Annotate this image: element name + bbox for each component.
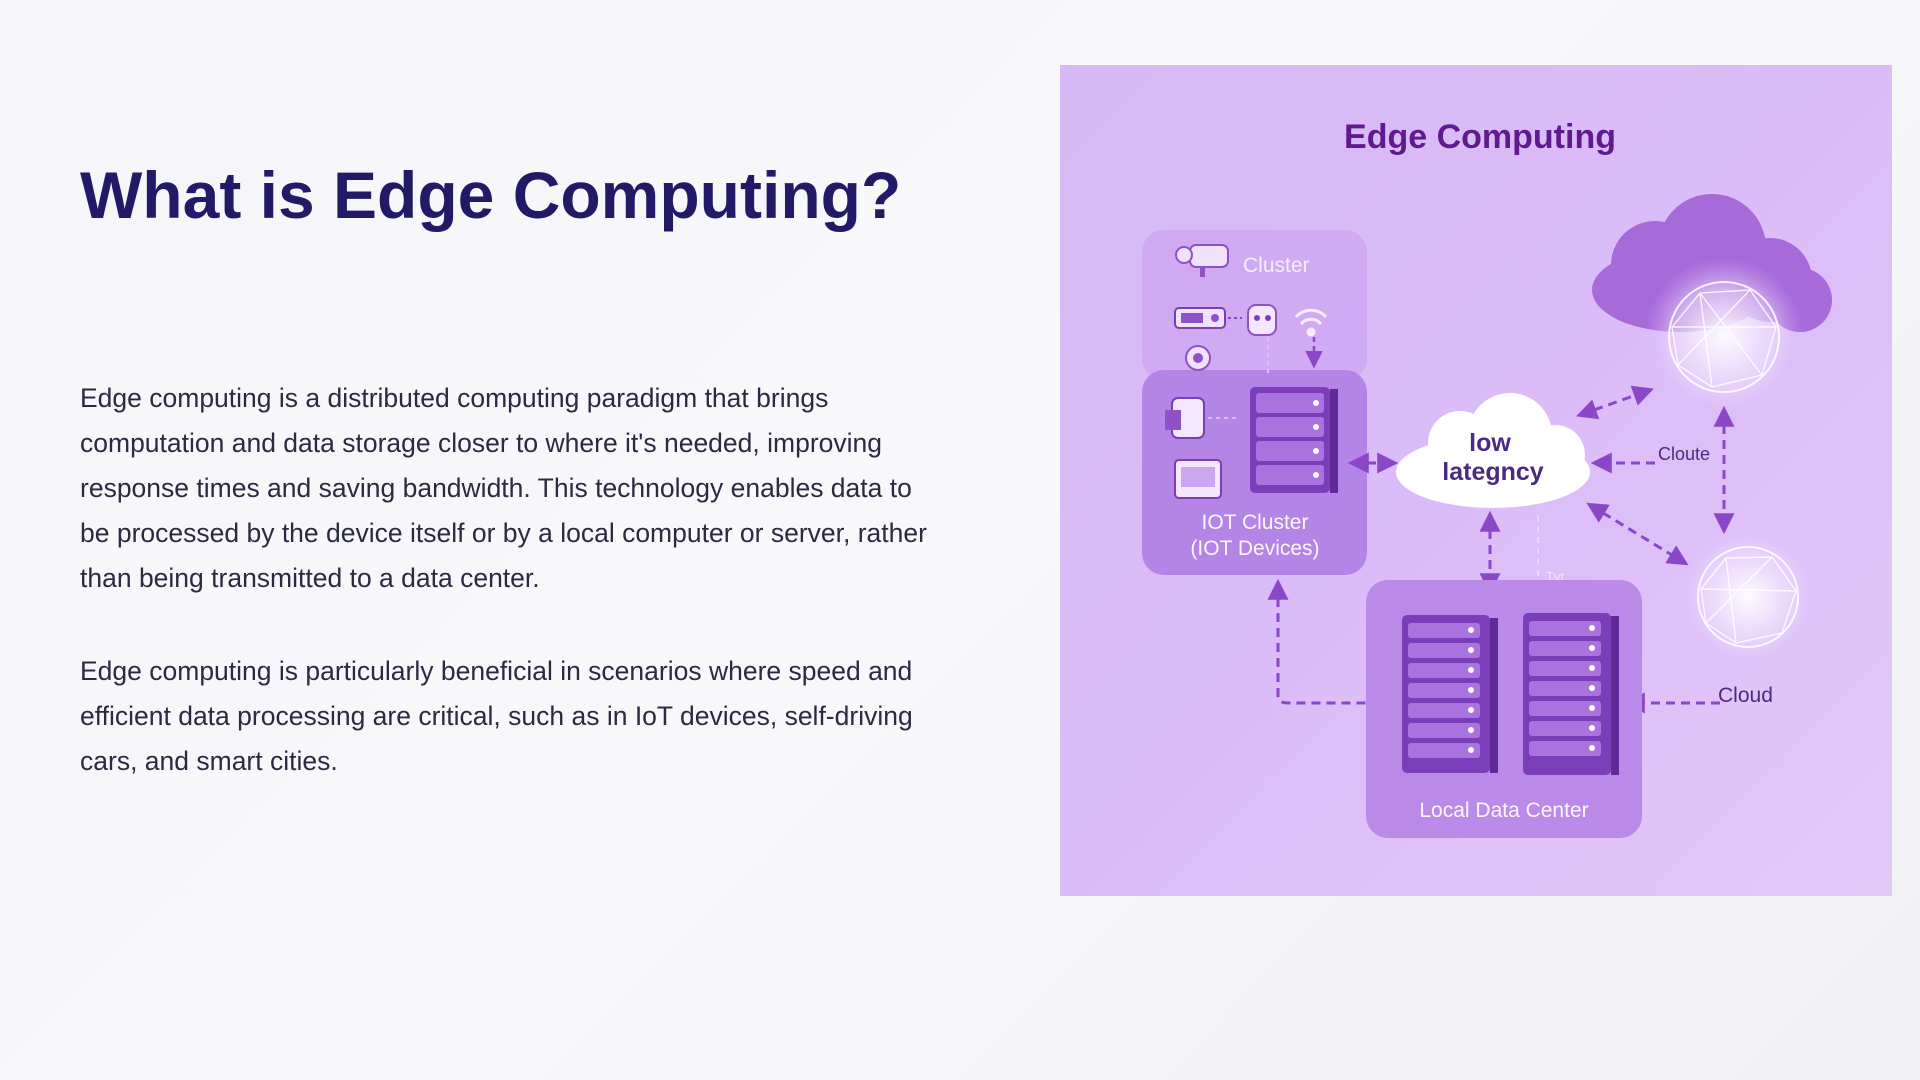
webcam-icon [1185, 345, 1211, 371]
iot-server-rack-icon [1250, 387, 1338, 493]
iot-cluster-label-line2: (IOT Devices) [1190, 537, 1319, 560]
cluster-label: Cluster [1243, 254, 1310, 277]
wifi-icon [1294, 308, 1328, 337]
cloute-label: Cloute [1658, 444, 1710, 464]
monitor-device-icon [1174, 459, 1222, 499]
network-globe-top [1644, 257, 1804, 417]
sensor-device-icon [1174, 307, 1226, 329]
iot-cluster-label-line1: IOT Cluster [1202, 511, 1309, 534]
data-center-server-rack-left [1402, 615, 1498, 773]
local-data-center-label: Local Data Center [1419, 799, 1588, 822]
diagram-title: Edge Computing [1344, 118, 1616, 156]
intro-paragraph: Edge computing is a distributed computin… [80, 383, 927, 593]
desktop-device-icon [1165, 397, 1205, 439]
robot-icon [1247, 304, 1277, 336]
camera-icon [1175, 244, 1229, 277]
edge-computing-diagram: Edge Computing Cluster [1060, 65, 1892, 896]
low-latency-label-line2: lategncy [1442, 458, 1544, 486]
network-globe-bottom [1676, 525, 1820, 669]
data-center-server-rack-right [1523, 613, 1619, 775]
benefits-paragraph: Edge computing is particularly beneficia… [80, 656, 913, 776]
cloud-label: Cloud [1718, 684, 1773, 707]
connection-arrows [1267, 385, 1735, 714]
low-latency-cloud [1396, 393, 1590, 508]
page-title: What is Edge Computing? [80, 158, 902, 232]
low-latency-label-line1: low [1469, 429, 1511, 457]
